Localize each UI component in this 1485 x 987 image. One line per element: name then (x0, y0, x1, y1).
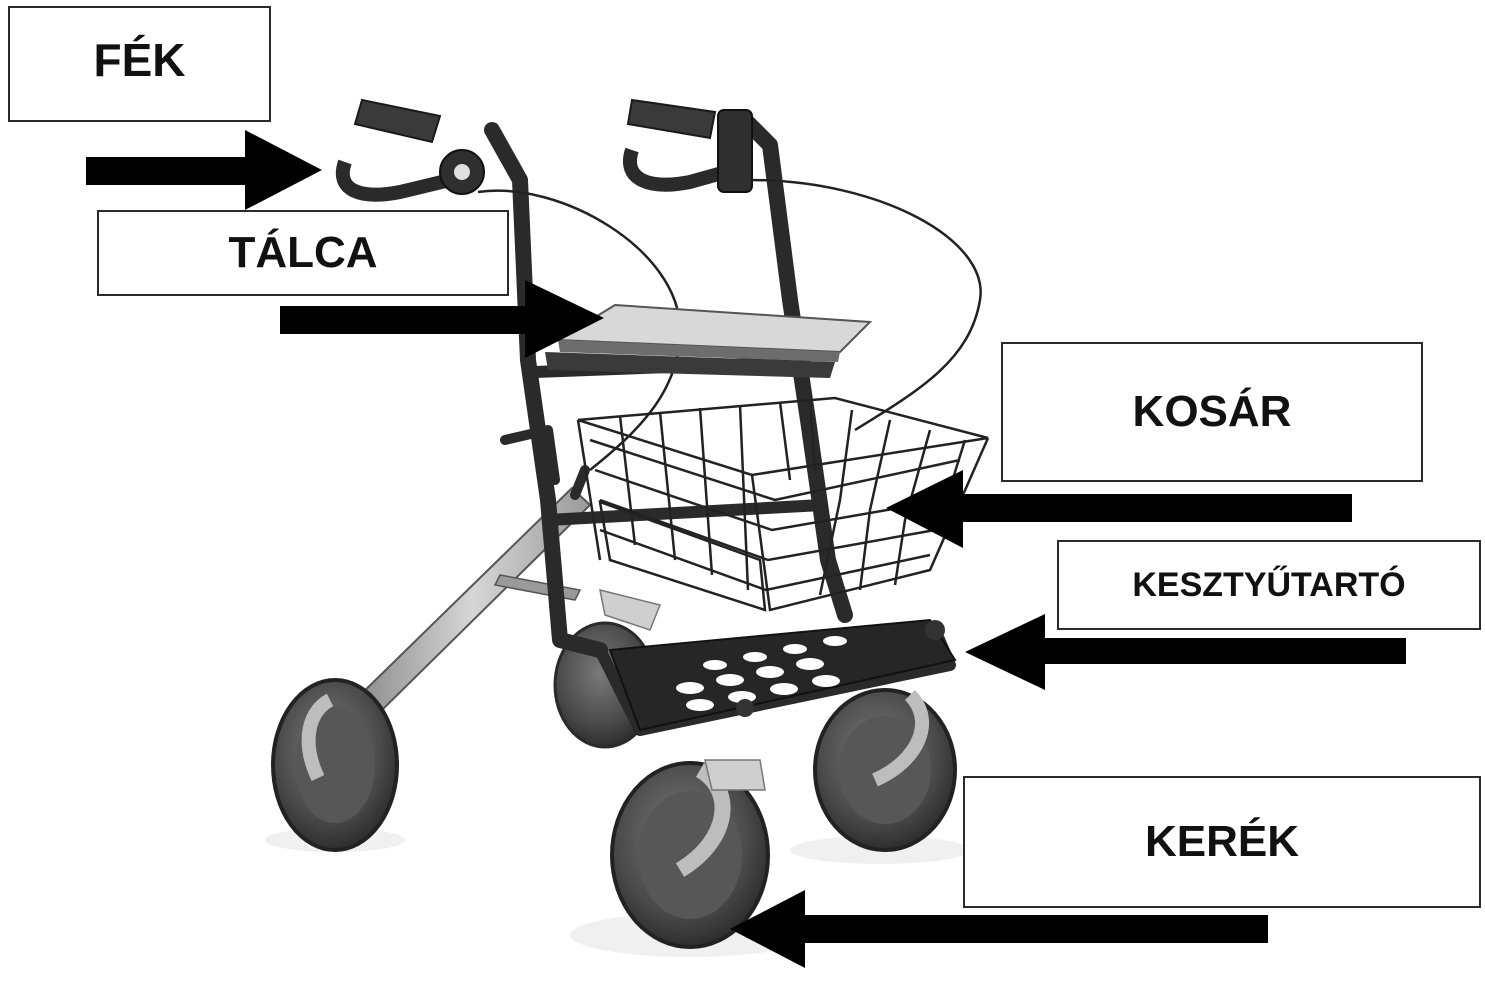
wheel-front-left (273, 680, 397, 850)
label-basket: KOSÁR (1001, 342, 1423, 482)
wheel-rear-right (815, 690, 955, 850)
wheel-front-right (612, 760, 768, 947)
left-handle (343, 100, 484, 195)
arrow-brake (86, 130, 322, 210)
right-handle (628, 100, 752, 192)
label-tray: TÁLCA (97, 210, 509, 296)
label-brake: FÉK (8, 6, 271, 122)
label-wheel: KERÉK (963, 776, 1481, 908)
label-glove-holder: KESZTYŰTARTÓ (1057, 540, 1481, 630)
